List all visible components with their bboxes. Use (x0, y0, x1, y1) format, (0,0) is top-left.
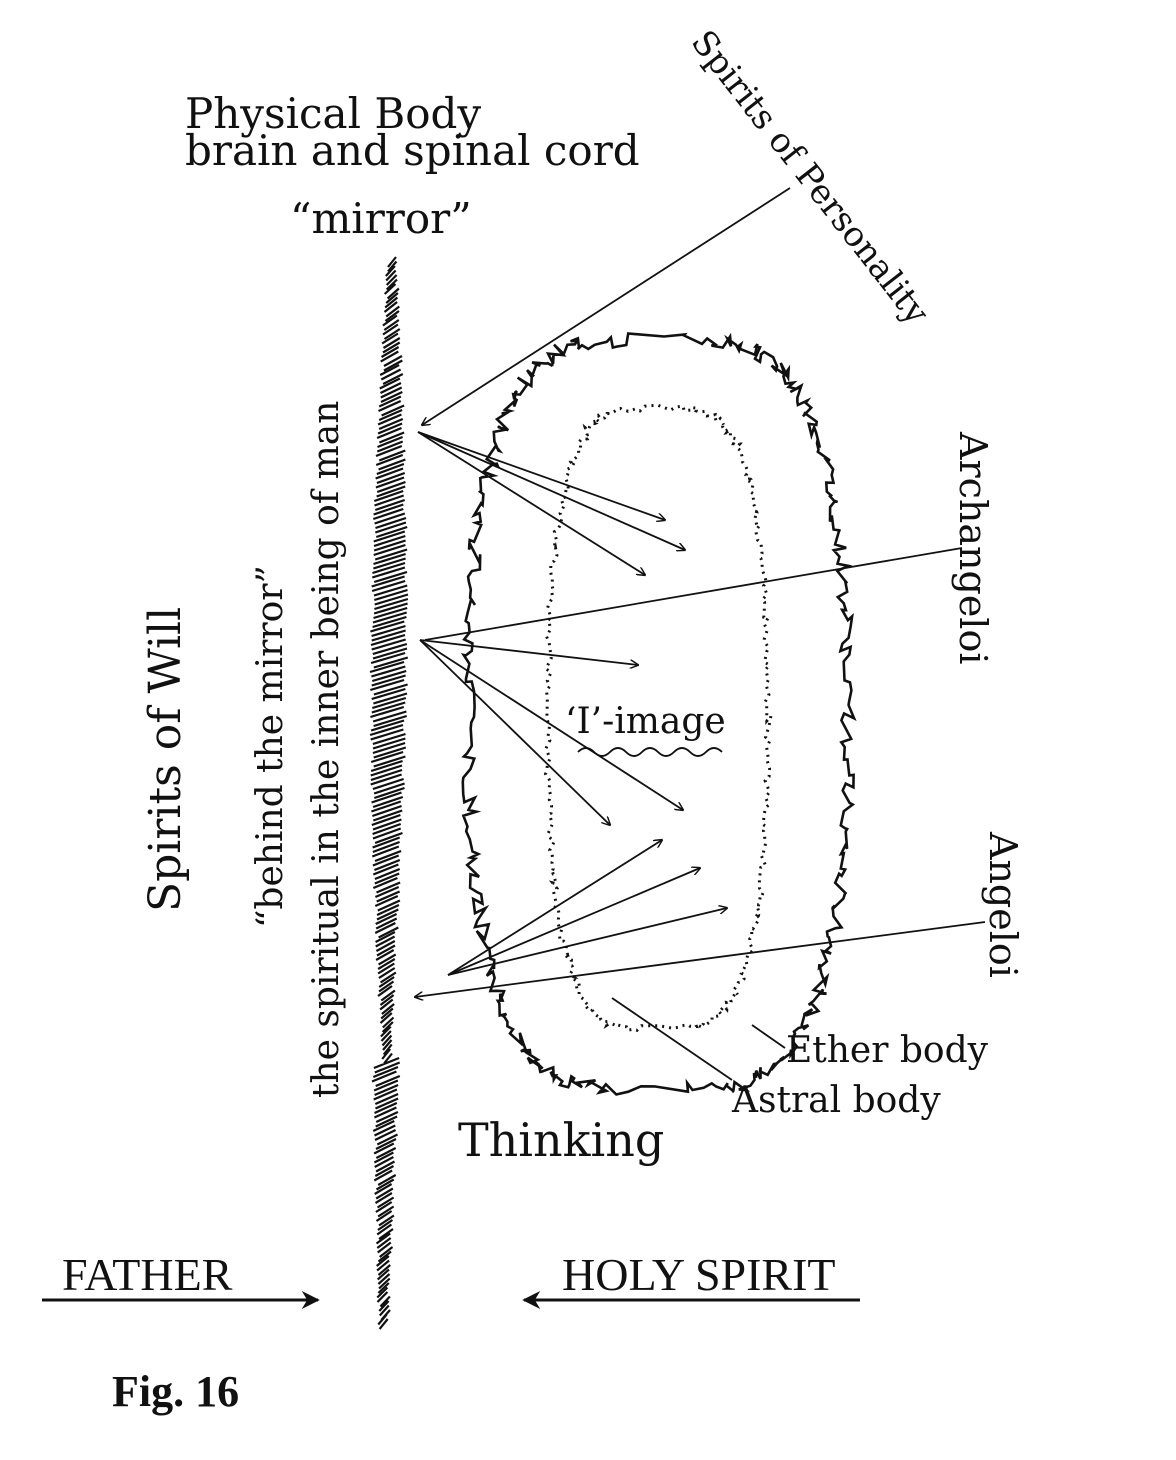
holy-spirit-label: HOLY SPIRIT (562, 1249, 836, 1300)
physical-body-label: Physical Body (185, 89, 481, 138)
middle-arrows (419, 639, 683, 825)
behind-mirror-label: “behind the mirror” (250, 565, 291, 928)
lower-arrows (447, 840, 727, 976)
mirror-label: “mirror” (290, 194, 472, 243)
mirror-hatching (369, 256, 409, 1330)
ether-body-outline (543, 403, 774, 1033)
personality-line (422, 187, 791, 425)
arrow (419, 639, 683, 810)
astral-body-outline (460, 332, 857, 1096)
mirror-hatch-strokes (369, 256, 409, 1330)
arrow (447, 840, 662, 976)
arrow (419, 639, 638, 665)
spirits-of-personality-label: Spirits of Personality (683, 23, 937, 333)
astral-body-label: Astral body (731, 1080, 941, 1121)
arrow (417, 431, 665, 520)
archangeloi-label: Archangeloi (951, 431, 995, 665)
i-image-label: ‘I’-image (565, 701, 726, 742)
spiritual-inner-label: the spiritual in the inner being of man (306, 401, 347, 1098)
ether-pointer (751, 1024, 786, 1049)
brain-spinal-label: brain and spinal cord (185, 126, 640, 175)
figure-caption: Fig. 16 (112, 1367, 239, 1416)
angeloi-label: Angeloi (981, 831, 1025, 978)
arrow (417, 431, 645, 575)
angeloi-line (415, 921, 986, 997)
arrow (419, 639, 610, 825)
i-image-underline (577, 747, 723, 757)
archangeloi-line (424, 547, 963, 641)
astral-pointer (611, 997, 733, 1081)
spirits-of-will-label: Spirits of Will (140, 607, 191, 912)
arrow (447, 908, 727, 976)
arrow (447, 868, 700, 976)
arrow (417, 431, 685, 550)
thinking-label: Thinking (458, 1113, 664, 1167)
father-label: FATHER (62, 1249, 233, 1300)
upper-arrows (417, 431, 685, 575)
ether-body-label: Ether body (786, 1030, 989, 1071)
